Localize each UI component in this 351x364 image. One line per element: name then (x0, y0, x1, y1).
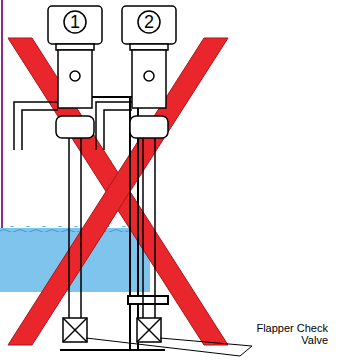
water-surface (0, 226, 150, 232)
pump-2 (96, 6, 176, 342)
callout-number: 2 (139, 12, 159, 32)
callout-number: 1 (65, 12, 85, 32)
red-x (8, 38, 228, 345)
pump-1 (14, 6, 102, 342)
part-label: Flapper Check Valve (256, 322, 328, 346)
leader-line (86, 338, 252, 356)
